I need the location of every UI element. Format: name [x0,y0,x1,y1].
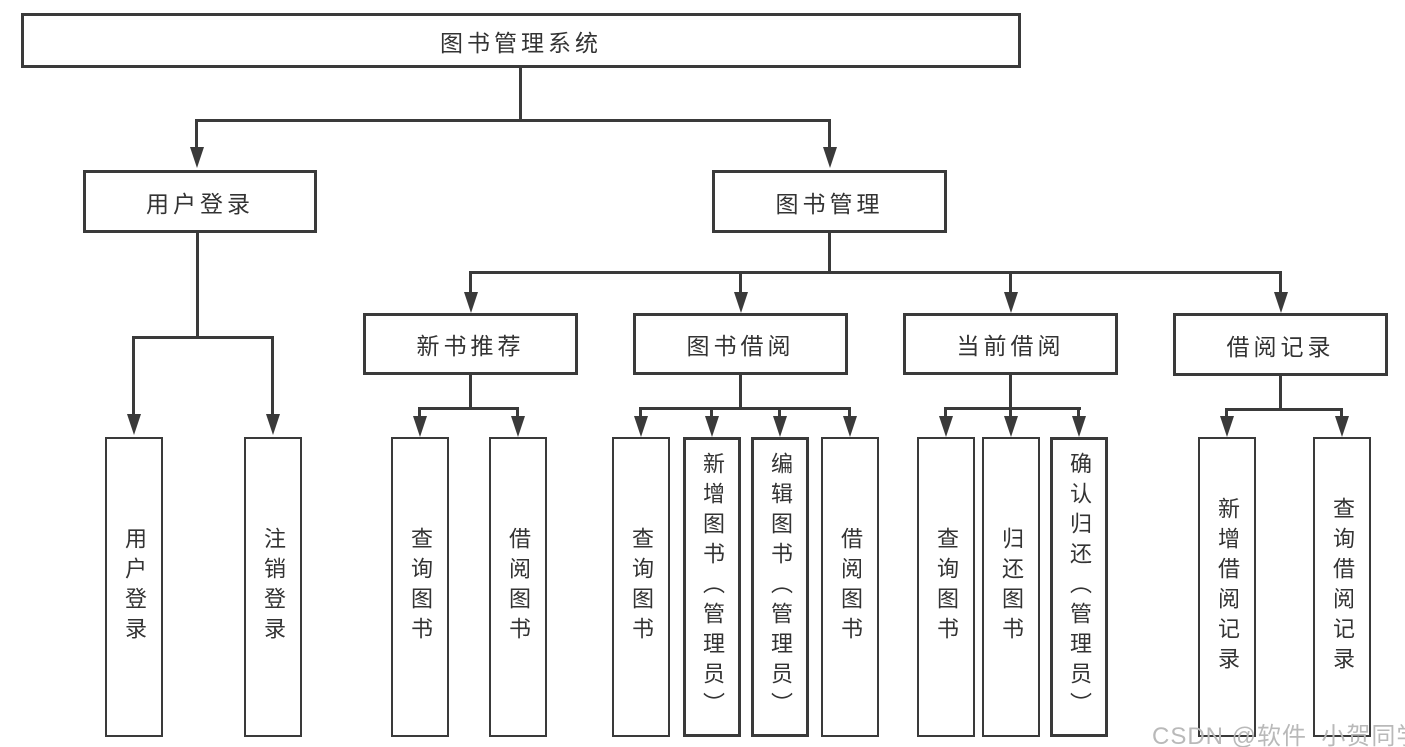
connector-stub [778,407,781,417]
leaf-label: 新增图书（管理员） [700,452,725,722]
connector-stub [944,407,947,417]
arrow-down-icon [413,416,427,437]
leaf-query-books-borrow: 查询图书 [612,437,670,737]
leaf-label: 归还图书 [999,527,1024,647]
leaf-label: 用户登录 [122,527,147,647]
node-borrow-records: 借阅记录 [1173,313,1388,376]
arrow-down-icon [190,147,204,168]
leaf-label: 确认归还（管理员） [1067,452,1092,722]
leaf-add-borrow-record: 新增借阅记录 [1198,437,1256,737]
arrow-down-icon [1072,416,1086,437]
arrow-down-icon [1004,292,1018,313]
leaf-user-login: 用户登录 [105,437,163,737]
connector-stub [271,336,274,415]
arrow-down-icon [1220,416,1234,437]
connector-stub [710,407,713,417]
connector-stub [1009,271,1012,293]
connector-stub [469,271,472,293]
connector-stub [639,407,642,417]
arrow-down-icon [734,292,748,313]
connector-stub [418,407,421,417]
connector-level3-split [469,271,1281,274]
node-label: 图书管理 [775,190,884,217]
node-label: 当前借阅 [956,333,1065,359]
arrow-down-icon [773,416,787,437]
leaf-label: 查询图书 [934,527,959,647]
arrow-down-icon [939,416,953,437]
connector-stub [132,336,135,415]
leaf-query-books-current: 查询图书 [917,437,975,737]
connector-stub [848,407,851,417]
connector-split [639,407,850,410]
arrow-down-icon [464,292,478,313]
arrow-down-icon [266,414,280,435]
connector-book-mgmt-stem [828,233,831,271]
connector-stem [1279,376,1282,408]
connector-split [418,407,519,410]
leaf-label: 借阅图书 [838,527,863,647]
arrow-down-icon [127,414,141,435]
node-label: 新书推荐 [416,333,525,359]
connector-stub [1225,408,1228,417]
connector-stub [739,271,742,293]
connector-stub [828,119,831,148]
leaf-logout: 注销登录 [244,437,302,737]
node-book-management: 图书管理 [712,170,947,233]
leaf-label: 查询借阅记录 [1330,497,1355,677]
connector-root-stem [519,68,522,120]
connector-split [1225,408,1343,411]
leaf-query-books-newbooks: 查询图书 [391,437,449,737]
connector-stub [1340,408,1343,417]
arrow-down-icon [1274,292,1288,313]
connector-stub [195,119,198,148]
watermark: CSDN @软件_小贺同学 [1152,723,1405,747]
leaf-confirm-return-admin: 确认归还（管理员） [1050,437,1108,737]
connector-stub [1009,407,1012,417]
node-user-login: 用户登录 [83,170,317,233]
leaf-return-books: 归还图书 [982,437,1040,737]
node-book-management-system: 图书管理系统 [21,13,1021,68]
node-new-book-recommend: 新书推荐 [363,313,578,375]
connector-stub [516,407,519,417]
arrow-down-icon [511,416,525,437]
leaf-label: 借阅图书 [506,527,531,647]
leaf-add-books-admin: 新增图书（管理员） [683,437,741,737]
connector-split [944,407,1081,410]
node-label: 用户登录 [146,190,254,217]
leaf-label: 查询图书 [408,527,433,647]
leaf-label: 注销登录 [261,527,286,647]
leaf-label: 新增借阅记录 [1215,497,1240,677]
leaf-edit-books-admin: 编辑图书（管理员） [751,437,809,737]
connector-stem [1009,375,1012,407]
arrow-down-icon [843,416,857,437]
connector-stem [739,375,742,407]
node-label: 图书借阅 [686,333,795,359]
leaf-label: 查询图书 [629,527,654,647]
arrow-down-icon [1335,416,1349,437]
arrow-down-icon [1004,416,1018,437]
arrow-down-icon [705,416,719,437]
node-label: 借阅记录 [1226,333,1335,360]
connector-stem [469,375,472,407]
connector-level1-split [195,119,831,122]
node-label: 图书管理系统 [440,29,602,56]
connector-stub [1077,407,1080,417]
arrow-down-icon [634,416,648,437]
connector-stub [1279,271,1282,293]
connector-user-login-split [132,336,274,339]
connector-user-login-stem [196,233,199,336]
node-book-borrow: 图书借阅 [633,313,848,375]
arrow-down-icon [823,147,837,168]
leaf-query-borrow-record: 查询借阅记录 [1313,437,1371,737]
leaf-borrow-books-borrow: 借阅图书 [821,437,879,737]
leaf-borrow-books-newbooks: 借阅图书 [489,437,547,737]
node-current-borrow: 当前借阅 [903,313,1118,375]
leaf-label: 编辑图书（管理员） [768,452,793,722]
